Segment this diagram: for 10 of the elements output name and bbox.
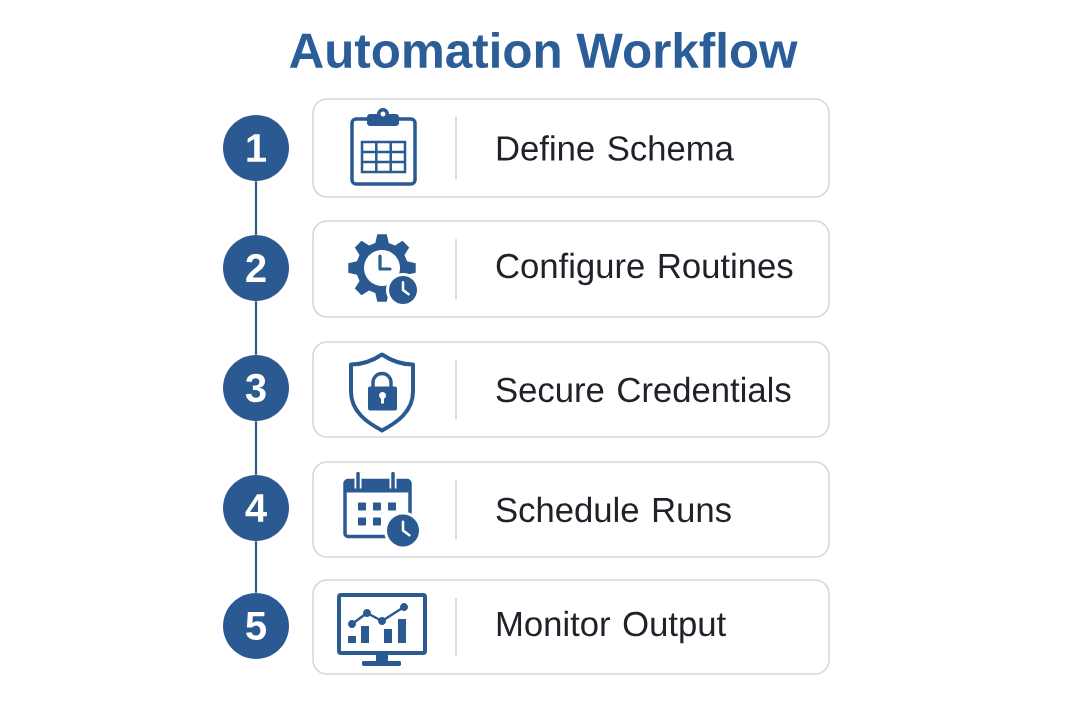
step-card: Secure Credentials [312, 341, 830, 438]
connector-line [254, 541, 258, 593]
connector-line [254, 301, 258, 355]
connector-line [254, 421, 258, 475]
step-card: Monitor Output [312, 579, 830, 675]
step-card: Configure Routines [312, 220, 830, 318]
title: Automation Workflow [289, 31, 798, 69]
step-card: Schedule Runs [312, 461, 830, 558]
connector-line [254, 181, 258, 235]
step-card: Define Schema [312, 98, 830, 198]
